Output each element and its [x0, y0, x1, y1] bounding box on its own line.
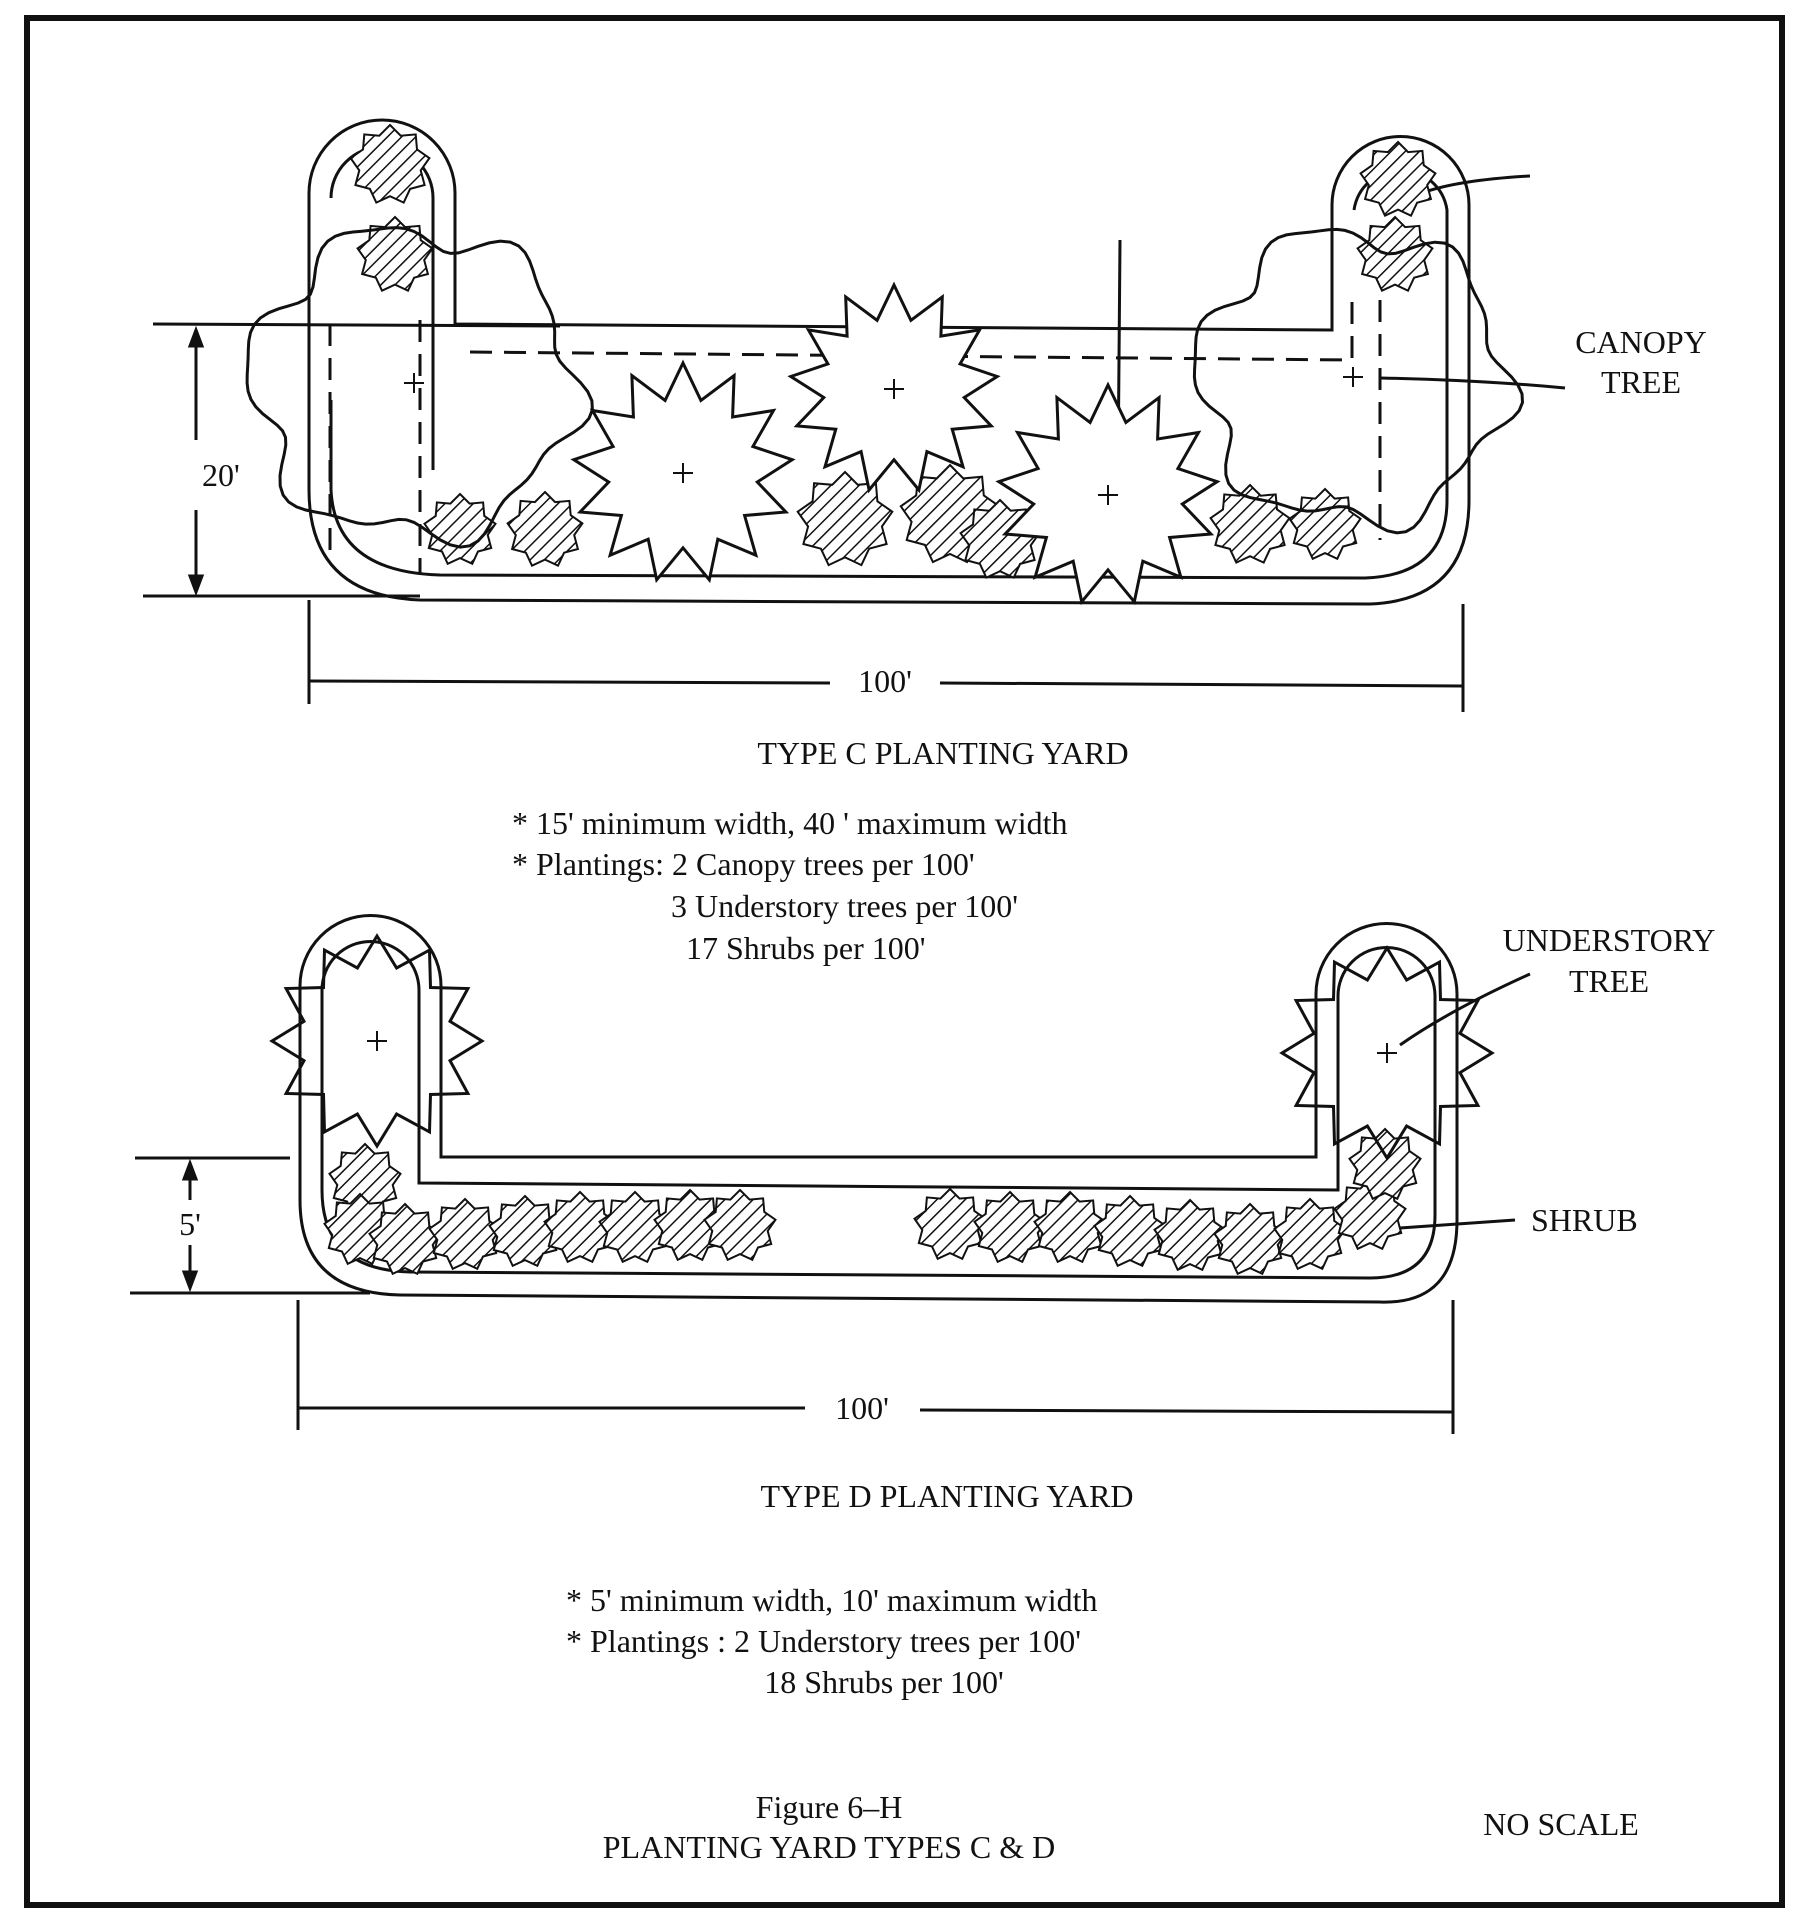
tree-center-mark [1343, 367, 1363, 387]
figure-caption: PLANTING YARD TYPES C & D [602, 1829, 1056, 1865]
shrub-symbol [973, 1190, 1047, 1264]
shrub-symbol [913, 1187, 987, 1261]
shrub-symbol [1033, 1190, 1107, 1264]
type-d-note-3: 18 Shrubs per 100' [764, 1664, 1004, 1700]
shrub-symbol [368, 1202, 442, 1276]
understory-tree-symbol [1279, 945, 1495, 1161]
tree-center-mark [404, 373, 424, 393]
shrub-symbol [1213, 1202, 1287, 1276]
understory-tree-callout-line1: UNDERSTORY [1502, 922, 1716, 958]
shrub-callout: SHRUB [1531, 1202, 1638, 1238]
shrub-symbol [598, 1190, 672, 1264]
tree-center-mark [884, 379, 904, 399]
tree-center-mark [1377, 1043, 1397, 1063]
shrub-symbol [1153, 1198, 1227, 1272]
type-c-length-label: 100' [852, 665, 918, 697]
shrub-symbol [1273, 1197, 1347, 1271]
type-d-dimensions [130, 972, 1531, 1434]
type-c-note-3: 3 Understory trees per 100' [671, 888, 1018, 924]
tree-center-mark [673, 463, 693, 483]
shrub-symbol [349, 123, 431, 204]
shrub-symbol [703, 1188, 777, 1262]
type-d-depth-label: 5' [179, 1206, 201, 1242]
type-d-length-label: 100' [835, 1390, 889, 1426]
type-c-title: TYPE C PLANTING YARD [757, 735, 1129, 771]
type-c-depth-label: 20' [202, 457, 240, 493]
shrub-symbol [1333, 1177, 1407, 1251]
figure-border [24, 15, 1785, 1908]
shrub-symbol [423, 492, 497, 566]
scale-note: NO SCALE [1483, 1806, 1639, 1842]
shrub-symbol [796, 470, 894, 567]
canopy-tree-symbol [1192, 227, 1525, 535]
shrub-symbol [1359, 140, 1437, 218]
shrub-symbol [356, 215, 434, 293]
shrub-symbol [1288, 487, 1362, 561]
type-d-note-2: * Plantings : 2 Understory trees per 100… [566, 1623, 1082, 1659]
canopy-tree-callout-line1: CANOPY [1575, 324, 1707, 360]
shrub-symbol [506, 490, 584, 568]
shrub-symbol [1209, 483, 1291, 564]
tree-center-mark [367, 1031, 387, 1051]
type-d-title: TYPE D PLANTING YARD [760, 1478, 1134, 1514]
tree-center-mark [1098, 485, 1118, 505]
type-d-note-1: * 5' minimum width, 10' maximum width [566, 1582, 1098, 1618]
shrub-symbol [428, 1197, 502, 1271]
figure-number: Figure 6–H [755, 1789, 903, 1825]
canopy-tree-callout-line2: TREE [1601, 364, 1681, 400]
shrub-symbol [1093, 1194, 1167, 1268]
type-c-note-2: * Plantings: 2 Canopy trees per 100' [512, 846, 975, 882]
shrub-symbol [543, 1190, 617, 1264]
shrub-symbol [1348, 1127, 1422, 1201]
understory-tree-symbol [269, 933, 485, 1149]
understory-tree-callout-line2: TREE [1569, 963, 1649, 999]
canopy-tree-symbol [245, 226, 594, 549]
type-c-note-4: 17 Shrubs per 100' [686, 930, 926, 966]
type-c-note-1: * 15' minimum width, 40 ' maximum width [512, 805, 1068, 841]
